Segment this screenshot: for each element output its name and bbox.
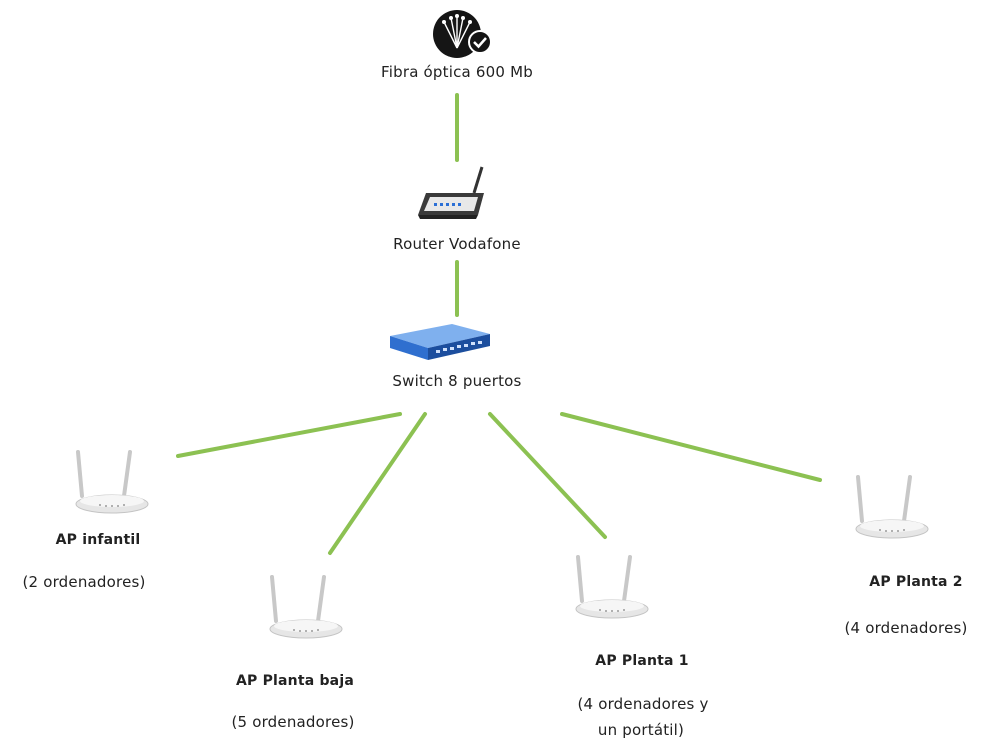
ap-planta-1-detail-line1: (4 ordenadores y: [577, 695, 709, 713]
switch-label: Switch 8 puertos: [392, 372, 522, 390]
network-switch-icon: [390, 324, 490, 360]
ap-infantil-detail: (2 ordenadores): [22, 573, 146, 591]
ap-planta-2-title: AP Planta 2: [869, 574, 963, 590]
link-switch-ap-planta-1: [488, 412, 607, 539]
link-switch-ap-planta-2: [560, 412, 822, 482]
router-icon: [418, 166, 484, 219]
fiber-label: Fibra óptica 600 Mb: [381, 63, 533, 81]
access-point-icon: [75, 450, 149, 514]
ap-planta-baja-title: AP Planta baja: [236, 673, 354, 689]
ap-infantil-title: AP infantil: [55, 532, 141, 548]
access-point-icon: [575, 555, 649, 619]
ap-planta-baja-detail: (5 ordenadores): [231, 713, 355, 731]
access-point-icon: [269, 575, 343, 639]
ap-planta-1-detail-line2: un portátil): [597, 721, 685, 739]
ap-planta-2-detail: (4 ordenadores): [844, 619, 968, 637]
link-switch-ap-infantil: [176, 412, 402, 458]
fiber-optic-icon: [433, 10, 492, 58]
ap-planta-1-title: AP Planta 1: [595, 653, 689, 669]
access-point-icon: [855, 475, 929, 539]
router-label: Router Vodafone: [393, 235, 521, 253]
link-switch-ap-planta-baja: [328, 412, 427, 555]
